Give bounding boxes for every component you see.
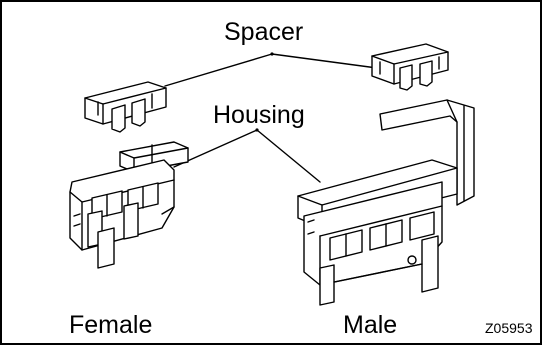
male-label: Male (343, 311, 398, 339)
male-spacer-part (371, 43, 449, 91)
housing-label: Housing (213, 101, 305, 129)
figure-code: Z05953 (485, 320, 533, 336)
female-label: Female (69, 311, 153, 339)
female-housing-part (69, 141, 189, 269)
spacer-leader-lines (164, 53, 378, 87)
housing-leader-lines (173, 129, 321, 183)
leader-junctions (255, 52, 274, 132)
male-housing-part (297, 99, 475, 306)
female-spacer-part (84, 81, 167, 133)
spacer-label: Spacer (224, 18, 304, 46)
